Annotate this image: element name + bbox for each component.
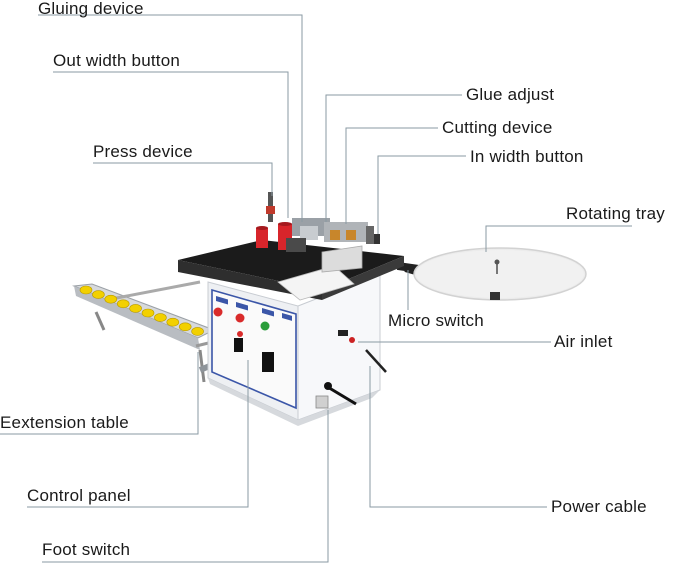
control-panel-illustration <box>211 288 297 410</box>
roller <box>191 327 204 336</box>
leader-in-width-button <box>377 155 466 234</box>
leader-lines <box>0 14 632 563</box>
roller <box>116 299 130 309</box>
roller <box>79 285 93 295</box>
label-micro-switch: Micro switch <box>388 311 484 330</box>
label-cutting-device: Cutting device <box>442 118 553 137</box>
leader-control-panel <box>27 360 249 508</box>
roller <box>178 322 192 332</box>
label-gluing-device: Gluing device <box>38 0 144 18</box>
label-out-width-button: Out width button <box>53 51 180 70</box>
label-control-panel: Control panel <box>27 486 131 505</box>
leader-press-device <box>93 162 273 196</box>
leader-out-width-button <box>53 71 289 218</box>
rollers-group <box>79 285 204 336</box>
roller <box>104 294 118 304</box>
label-foot-switch: Foot switch <box>42 540 131 559</box>
roller <box>129 304 142 313</box>
roller <box>92 290 105 299</box>
leader-extension-table <box>0 352 199 435</box>
roller <box>154 313 167 322</box>
leader-gluing-device <box>38 14 303 222</box>
label-power-cable: Power cable <box>551 497 647 516</box>
leader-power-cable <box>369 366 547 508</box>
label-in-width-button: In width button <box>470 147 584 166</box>
roller <box>141 308 155 318</box>
leader-cutting-device <box>345 127 438 224</box>
leader-foot-switch <box>42 410 329 563</box>
leader-rotating-tray <box>485 225 632 252</box>
table-top-illustration <box>178 240 404 301</box>
label-press-device: Press device <box>93 142 193 161</box>
leader-glue-adjust <box>325 94 462 222</box>
top-devices-illustration <box>256 192 380 252</box>
roller <box>166 317 180 327</box>
rotating-tray-illustration <box>396 247 587 301</box>
label-extension-table: Eextension table <box>0 413 129 432</box>
label-air-inlet: Air inlet <box>554 332 613 351</box>
side-fittings-illustration <box>315 330 387 409</box>
label-rotating-tray: Rotating tray <box>566 204 665 223</box>
label-glue-adjust: Glue adjust <box>466 85 555 104</box>
